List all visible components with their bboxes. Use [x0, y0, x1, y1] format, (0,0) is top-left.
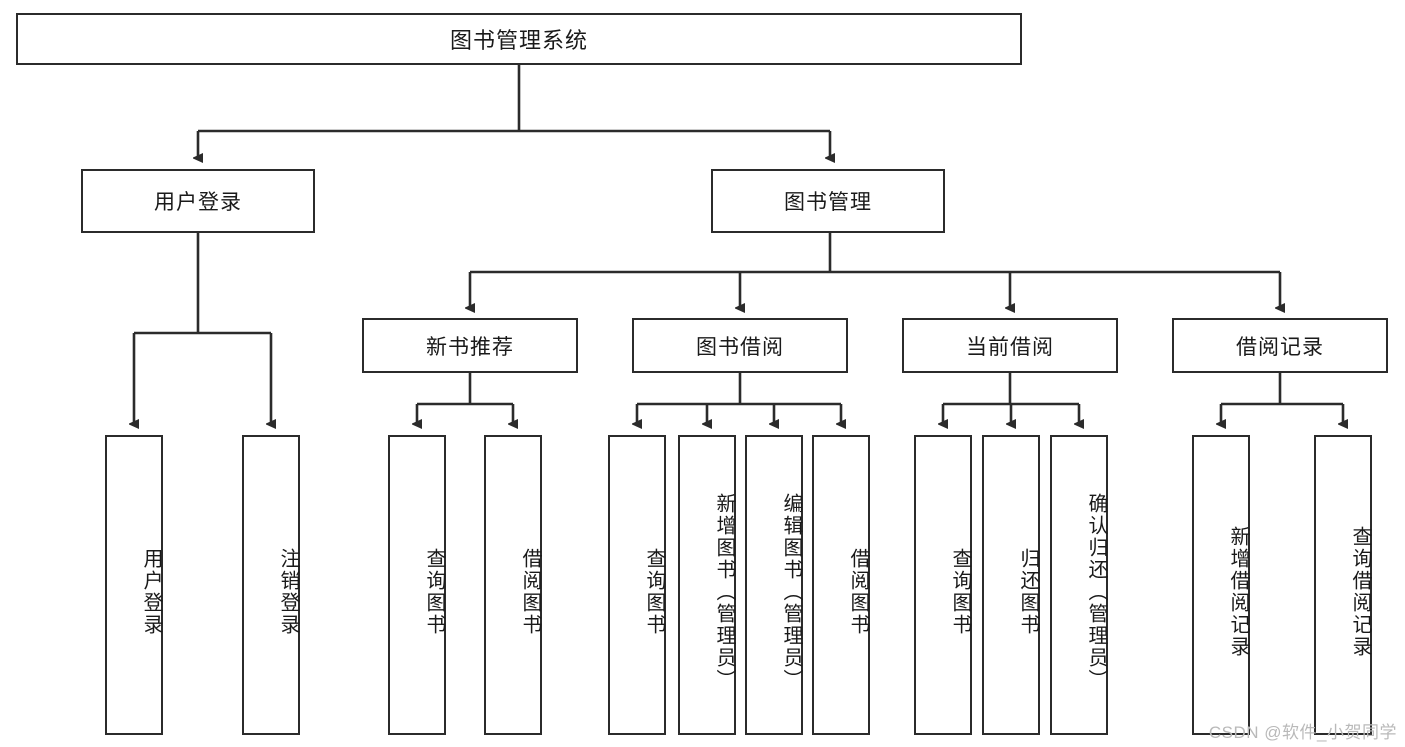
- leaf-return-book[interactable]: 归还图书: [982, 435, 1040, 735]
- node-book-management[interactable]: 图书管理: [711, 169, 945, 233]
- node-new-book-recommend[interactable]: 新书推荐: [362, 318, 578, 373]
- node-current-borrow[interactable]: 当前借阅: [902, 318, 1118, 373]
- node-user-login[interactable]: 用户登录: [81, 169, 315, 233]
- leaf-edit-book[interactable]: 编辑图书（管理员）: [745, 435, 803, 735]
- leaf-query-book-current[interactable]: 查询图书: [914, 435, 972, 735]
- leaf-query-book-borrow[interactable]: 查询图书: [608, 435, 666, 735]
- watermark: CSDN @软件_小贺同学: [1208, 723, 1397, 742]
- leaf-add-book[interactable]: 新增图书（管理员）: [678, 435, 736, 735]
- leaf-query-book-recommend[interactable]: 查询图书: [388, 435, 446, 735]
- node-root[interactable]: 图书管理系统: [16, 13, 1022, 65]
- leaf-logout-login[interactable]: 注销登录: [242, 435, 300, 735]
- leaf-user-login[interactable]: 用户登录: [105, 435, 163, 735]
- leaf-confirm-return[interactable]: 确认归还（管理员）: [1050, 435, 1108, 735]
- leaf-borrow-book[interactable]: 借阅图书: [812, 435, 870, 735]
- leaf-query-borrow-record[interactable]: 查询借阅记录: [1314, 435, 1372, 735]
- node-borrow-record[interactable]: 借阅记录: [1172, 318, 1388, 373]
- node-book-borrow[interactable]: 图书借阅: [632, 318, 848, 373]
- leaf-borrow-book-recommend[interactable]: 借阅图书: [484, 435, 542, 735]
- leaf-add-borrow-record[interactable]: 新增借阅记录: [1192, 435, 1250, 735]
